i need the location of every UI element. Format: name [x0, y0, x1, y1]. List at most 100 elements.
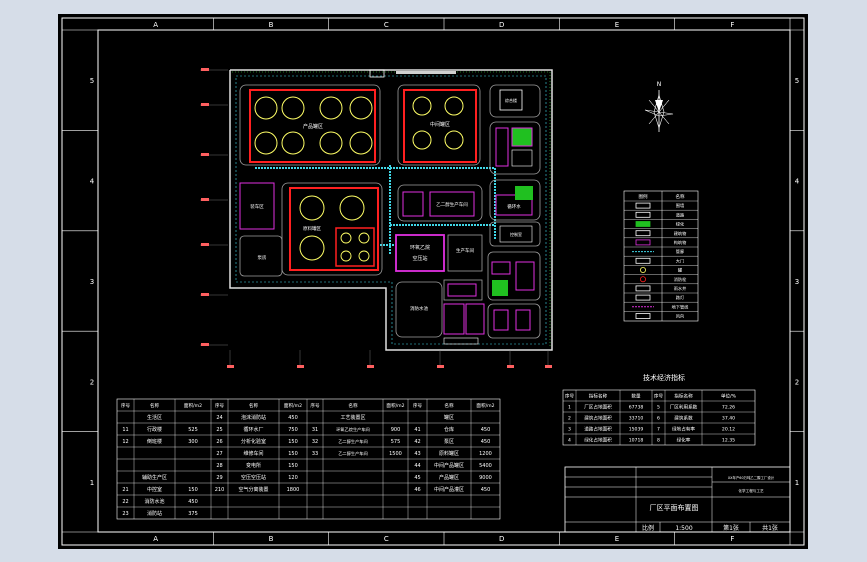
- tech-table-title: 技术经济指标: [643, 373, 685, 382]
- building-table-cell: 525: [188, 427, 198, 433]
- legend-item-name: 地下管线: [672, 303, 690, 310]
- building-table-cell: 33: [312, 451, 318, 457]
- building-table-cell: 375: [188, 511, 198, 517]
- column-label-bottom: E: [615, 535, 619, 543]
- building-table-cell: 450: [188, 499, 198, 505]
- tech-table-header: 序号: [565, 393, 575, 400]
- tech-table-cell: 6: [657, 416, 660, 422]
- building-table-cell: 9000: [479, 475, 492, 481]
- building-table-cell: 150: [288, 451, 298, 457]
- building-table-cell: 32: [312, 439, 318, 445]
- building-table-cell: 11: [122, 427, 128, 433]
- legend-header-name: 名称: [676, 193, 685, 200]
- legend-symbol: [635, 285, 651, 292]
- legend-header-symbol: 图例: [639, 193, 648, 200]
- office-label: 综合楼: [505, 97, 517, 103]
- legend-symbol: [635, 230, 651, 237]
- column-label-top: A: [153, 21, 158, 29]
- title-block: 厂区平面布置图 比例 1:500 第1张 共1张 XX年产60万吨乙二醇工厂设计…: [564, 466, 791, 533]
- building-table-cell: 450: [481, 427, 491, 433]
- sheet-label: 第1张: [723, 524, 739, 532]
- building-table-cell: 5400: [479, 463, 492, 469]
- building-table-header: 名称: [150, 402, 160, 409]
- building-table-cell: 空气分离装置: [238, 486, 268, 493]
- tech-table-cell: 2: [568, 416, 571, 422]
- legend-symbol: [635, 239, 651, 246]
- building-table-cell: 行政楼: [147, 426, 162, 433]
- building-table-cell: 辅助生产区: [142, 474, 167, 481]
- dept-label: 化学工程与工艺: [738, 488, 764, 493]
- building-table-header: 序号: [215, 402, 225, 409]
- legend-item-name: 雨水井: [674, 285, 687, 292]
- legend-item-name: 围墙: [676, 202, 684, 209]
- row-label-left: 4: [90, 178, 95, 186]
- scale-label: 比例: [642, 524, 654, 532]
- row-label-right: 3: [795, 278, 799, 286]
- tech-table-cell: 10718: [629, 438, 644, 444]
- building-table-header: 面积/m2: [184, 402, 202, 409]
- legend-symbol: [640, 276, 647, 283]
- building-table-cell: 27: [216, 451, 222, 457]
- tech-table-cell: 4: [568, 438, 571, 444]
- svg-text:N: N: [657, 81, 662, 88]
- tech-table-cell: 7: [657, 427, 660, 433]
- unit-e-label: 生产车间: [456, 247, 474, 254]
- building-table-cell: 罐区: [444, 414, 454, 421]
- row-label-left: 1: [90, 479, 94, 487]
- legend-item-name: 罐: [678, 267, 683, 274]
- building-table-cell: 43: [414, 451, 420, 457]
- building-table-cell: 150: [288, 439, 298, 445]
- building-table-header: 名称: [249, 402, 259, 409]
- tech-table-cell: 15039: [629, 427, 644, 433]
- tech-table-header: 指标名称: [589, 393, 608, 400]
- building-table-cell: 仓库: [444, 426, 454, 433]
- building-table-cell: 21: [122, 487, 128, 493]
- green-belt: [232, 71, 551, 348]
- tech-table-cell: 67738: [629, 405, 644, 411]
- outer-border: [61, 17, 805, 546]
- row-label-right: 2: [795, 378, 799, 386]
- tech-table-cell: 12.35: [722, 438, 735, 444]
- building-table-cell: 工艺装置区: [340, 414, 365, 421]
- building-table-cell: 12: [122, 439, 128, 445]
- column-label-bottom: F: [730, 535, 734, 543]
- legend-item-name: 路灯: [676, 294, 685, 301]
- tech-table-cell: 建筑系数: [674, 415, 693, 422]
- row-label-right: 4: [795, 178, 800, 186]
- building-table-cell: 空压空压站: [241, 474, 266, 481]
- row-label-right: 1: [795, 479, 799, 487]
- building-table-cell: 中控室: [147, 486, 162, 493]
- tank-area-2-label: 原料罐区: [303, 225, 321, 232]
- legend-symbol: [635, 202, 651, 209]
- tech-table-cell: 绿化占地面积: [584, 437, 612, 444]
- right-buildings: 综合楼 循环水 控制室: [487, 84, 541, 339]
- building-table-cell: 环氧乙烷生产车间: [336, 426, 370, 433]
- tech-table-cell: 1: [568, 405, 571, 411]
- building-table-header: 面积/m2: [284, 402, 302, 409]
- drawing-sheet: [58, 14, 808, 549]
- building-table-cell: 原料罐区: [439, 450, 459, 457]
- tech-table-cell: 建筑占地面积: [584, 415, 612, 422]
- north-arrow: N: [644, 81, 674, 132]
- building-table-cell: 44: [414, 463, 420, 469]
- unit-c-label: 循环水: [507, 203, 521, 210]
- tank-area-1: 产品罐区: [239, 84, 381, 166]
- tech-table-cell: 厂区利用系数: [670, 404, 698, 411]
- total-label: 共1张: [762, 524, 778, 532]
- building-table-cell: 25: [216, 427, 222, 433]
- tech-table-header: 序号: [654, 393, 664, 400]
- legend-symbol: [635, 221, 651, 227]
- building-table-cell: 300: [188, 439, 198, 445]
- legend-symbol: [635, 211, 651, 218]
- building-table-cell: 150: [188, 487, 198, 493]
- building-table-header: 序号: [310, 402, 320, 409]
- building-table-cell: 变电所: [246, 462, 261, 469]
- bottom-buildings: 消防水池: [395, 279, 485, 345]
- tech-table-header: 数量: [631, 393, 641, 400]
- column-label-top: E: [615, 21, 619, 29]
- column-label-top: B: [269, 21, 274, 29]
